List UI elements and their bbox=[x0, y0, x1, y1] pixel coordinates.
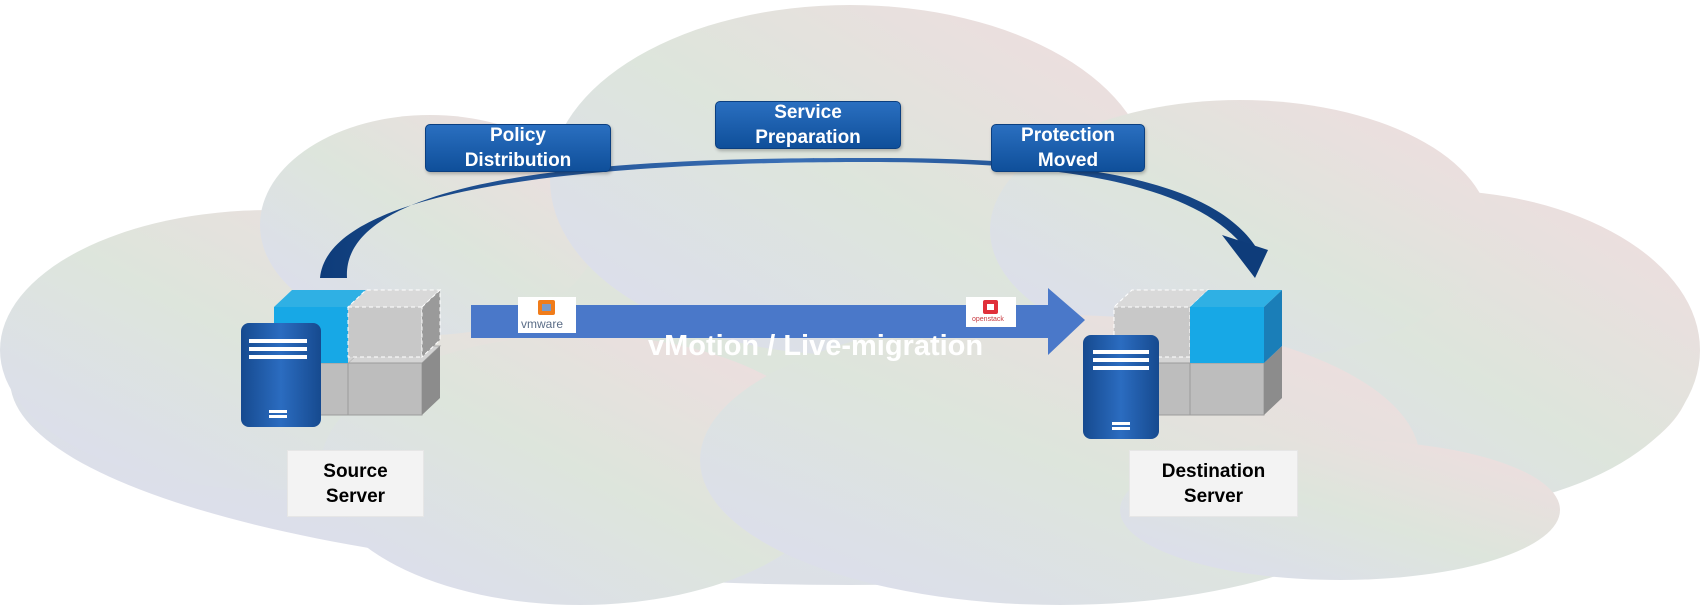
openstack-logo: openstack bbox=[966, 297, 1016, 327]
workflow-arc-arrow bbox=[320, 158, 1268, 278]
step-service-preparation: Service Preparation bbox=[715, 101, 901, 149]
openstack-logo-mark bbox=[983, 300, 998, 314]
source-server-icon bbox=[241, 323, 321, 427]
vmware-logo-text: vmware bbox=[521, 317, 564, 331]
source-server-label: Source Server bbox=[287, 450, 424, 517]
migration-arrow bbox=[471, 288, 1085, 355]
step-protection-moved: Protection Moved bbox=[991, 124, 1145, 172]
step-policy-distribution: Policy Distribution bbox=[425, 124, 611, 172]
migration-label: vMotion / Live-migration bbox=[648, 330, 984, 362]
destination-server-label: Destination Server bbox=[1129, 450, 1298, 517]
vmware-logo: vmware bbox=[518, 297, 576, 333]
openstack-logo-text: openstack bbox=[972, 316, 1004, 323]
vmware-logo-mark bbox=[538, 300, 555, 315]
destination-server-icon bbox=[1083, 335, 1159, 439]
